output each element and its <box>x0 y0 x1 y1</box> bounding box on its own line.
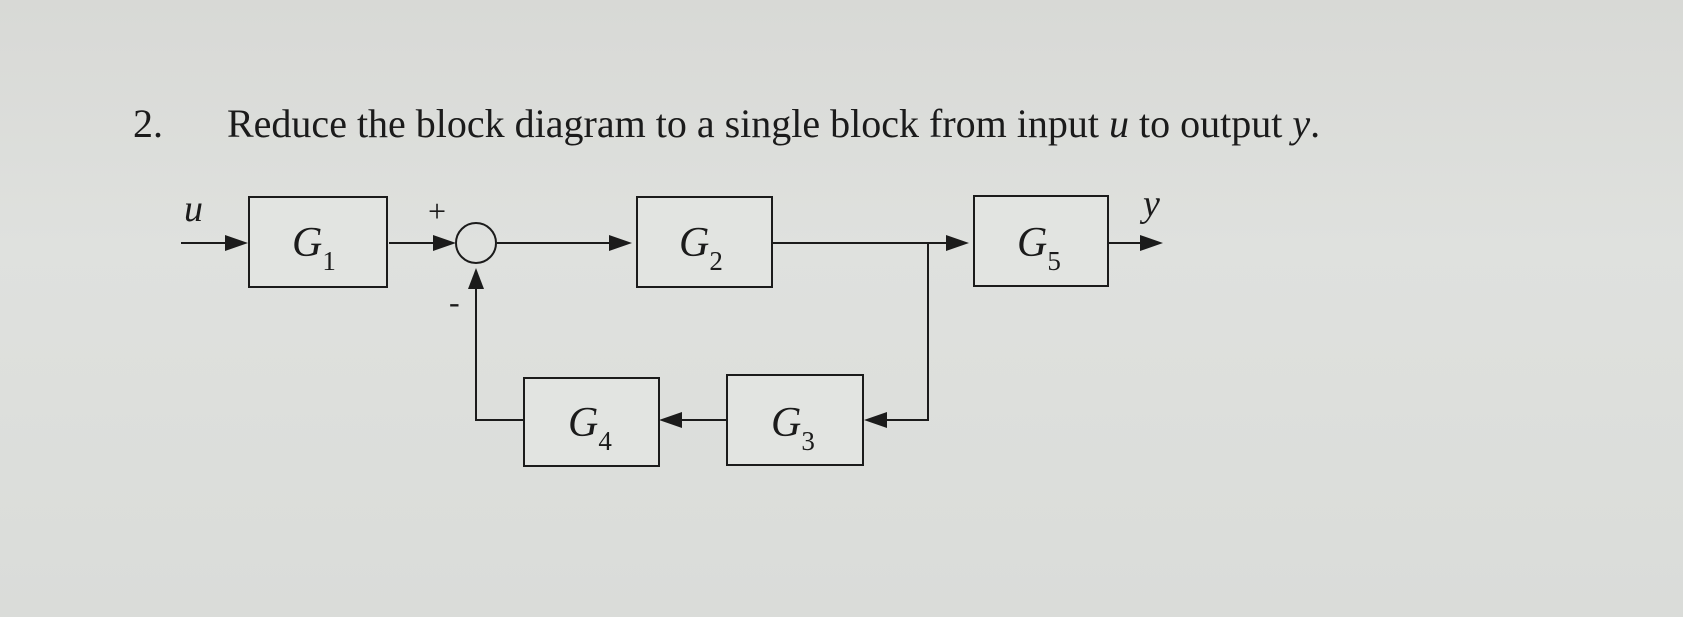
block-g3-subscript: 3 <box>801 426 815 456</box>
block-g5 <box>973 195 1109 287</box>
block-g3-label: G3 <box>771 400 815 456</box>
block-g2-subscript: 2 <box>709 246 723 276</box>
block-g4-symbol: G <box>568 400 598 446</box>
block-g1-subscript: 1 <box>322 246 336 276</box>
block-g2-symbol: G <box>679 220 709 266</box>
block-g1-label: G1 <box>292 220 336 276</box>
block-g5-label: G5 <box>1017 220 1061 276</box>
block-g4-label: G4 <box>568 400 612 456</box>
block-g3-symbol: G <box>771 400 801 446</box>
summer-plus-sign: + <box>428 193 446 229</box>
g4-to-summer-wire <box>475 285 524 421</box>
summing-junction <box>455 222 497 264</box>
input-signal-label: u <box>184 188 203 230</box>
block-g4 <box>523 377 660 467</box>
block-g5-symbol: G <box>1017 220 1047 266</box>
summer-feedback-arrowhead-icon <box>468 268 484 289</box>
g4-input-arrowhead-icon <box>659 412 682 428</box>
block-g5-subscript: 5 <box>1047 246 1061 276</box>
output-signal-label: y <box>1139 183 1160 225</box>
block-g4-subscript: 4 <box>598 426 612 456</box>
block-g2-label: G2 <box>679 220 723 276</box>
block-g1 <box>248 196 388 288</box>
g5-input-arrowhead-icon <box>946 235 969 251</box>
block-g1-symbol: G <box>292 220 322 266</box>
feedback-pickoff-wire <box>885 243 929 421</box>
output-arrowhead-icon <box>1140 235 1163 251</box>
g3-input-arrowhead-icon <box>864 412 887 428</box>
block-g2 <box>636 196 773 288</box>
input-arrowhead-icon <box>225 235 248 251</box>
summer-input-arrowhead-icon <box>433 235 456 251</box>
question-number: 2. <box>133 101 163 146</box>
question-text: Reduce the block diagram to a single blo… <box>227 98 1320 150</box>
question-output-variable: y <box>1292 101 1311 146</box>
g2-input-arrowhead-icon <box>609 235 632 251</box>
question-input-variable: u <box>1109 101 1129 146</box>
question-text-middle: to output <box>1129 101 1293 146</box>
question-text-end: . <box>1310 101 1321 146</box>
block-g3 <box>726 374 864 466</box>
question-text-lead: Reduce the block diagram to a single blo… <box>227 101 1109 146</box>
summer-minus-sign: - <box>449 284 460 320</box>
